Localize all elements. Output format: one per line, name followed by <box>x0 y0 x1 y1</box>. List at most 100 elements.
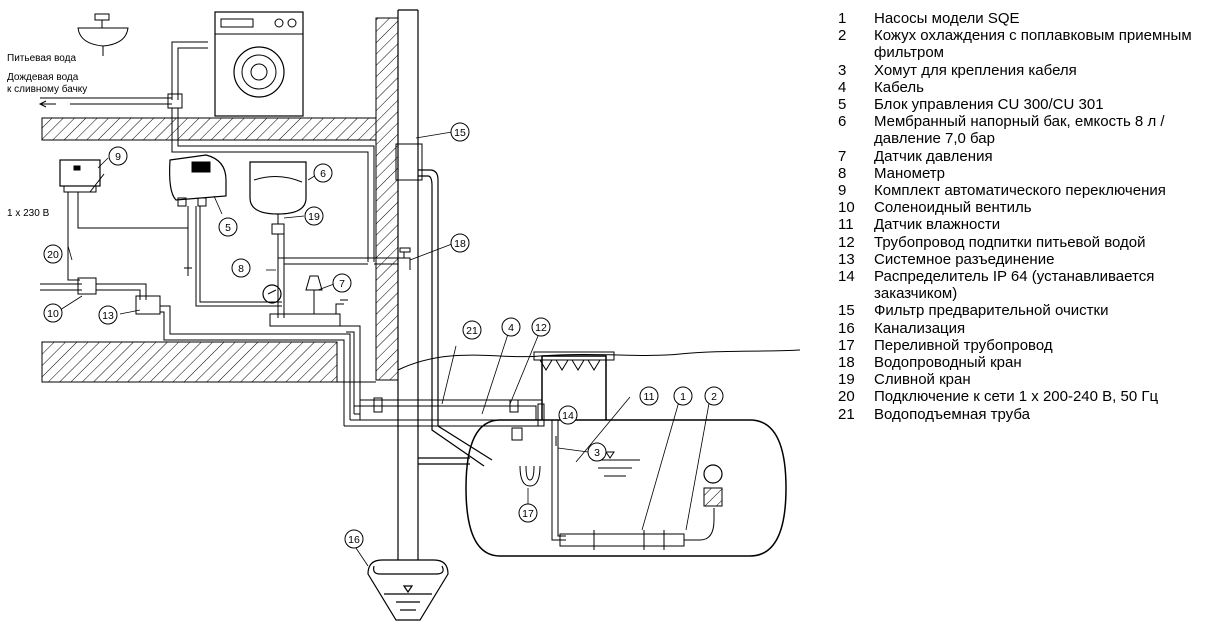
legend-text: Системное разъединение <box>874 250 1055 268</box>
svg-text:1: 1 <box>680 391 686 403</box>
legend-number: 9 <box>838 182 847 200</box>
legend-item: 9 Комплект автоматического переключения <box>838 182 1207 199</box>
svg-text:7: 7 <box>339 278 345 290</box>
callout-17: 17 <box>518 503 538 523</box>
legend-item: 12 Трубопровод подпитки питьевой водой <box>838 234 1207 251</box>
legend-number: 16 <box>838 319 855 337</box>
legend-number: 4 <box>838 78 847 96</box>
downpipe <box>395 9 493 560</box>
legend-number: 8 <box>838 164 847 182</box>
callout-14: 14 <box>558 405 578 425</box>
legend-number: 3 <box>838 61 847 79</box>
rainwater-tank <box>465 351 787 557</box>
legend-text: Переливной трубопровод <box>874 336 1053 354</box>
callout-19: 19 <box>304 206 324 226</box>
svg-text:13: 13 <box>102 310 114 322</box>
upper-floor-slab <box>41 117 377 141</box>
legend-number: 15 <box>838 302 855 320</box>
svg-text:19: 19 <box>308 211 320 223</box>
legend-text: Датчик давления <box>874 147 993 165</box>
svg-text:21: 21 <box>466 325 478 337</box>
legend-text: Комплект автоматического переключения <box>874 182 1166 200</box>
legend-item: 3 Хомут для крепления кабеля <box>838 62 1207 79</box>
leader-lines <box>59 131 711 567</box>
svg-text:20: 20 <box>47 249 59 261</box>
svg-text:16: 16 <box>348 534 360 546</box>
callout-13: 13 <box>98 305 118 325</box>
rain-water-label-line1: Дождевая вода <box>7 72 79 83</box>
legend-item: 7 Датчик давления <box>838 148 1207 165</box>
rain-water-label-line2: к сливному бачку <box>7 83 87 95</box>
legend-text: Водопроводный кран <box>874 354 1022 372</box>
legend-number: 20 <box>838 388 855 406</box>
control-unit <box>169 154 227 207</box>
callout-15: 15 <box>450 122 470 142</box>
legend-text: Сливной кран <box>874 371 971 389</box>
power-label: 1 x 230 B <box>7 208 50 219</box>
water-tap <box>398 247 411 270</box>
legend-text: Кожух охлаждения с поплавковым приемным … <box>874 27 1192 62</box>
legend-number: 10 <box>838 199 855 217</box>
legend-text: Подключение к сети 1 x 200-240 В, 50 Гц <box>874 388 1159 406</box>
callout-12: 12 <box>531 317 551 337</box>
drinking-water-label: Питьевая вода <box>7 53 76 64</box>
legend-number: 21 <box>838 405 855 423</box>
legend-number: 12 <box>838 233 855 251</box>
callout-2: 2 <box>704 386 724 406</box>
svg-text:11: 11 <box>644 391 655 403</box>
svg-text:17: 17 <box>522 508 534 520</box>
legend-item: 14 Распределитель IP 64 (устанавливается … <box>838 268 1207 302</box>
callout-11: 11 <box>639 386 659 406</box>
svg-text:14: 14 <box>562 410 574 422</box>
callout-20: 20 <box>43 244 63 264</box>
legend-item: 20 Подключение к сети 1 x 200-240 В, 50 Г… <box>838 388 1207 405</box>
legend-text: Хомут для крепления кабеля <box>874 61 1077 79</box>
installation-diagram: 15 6 19 18 8 7 5 9 20 10 13 21 4 12 14 1… <box>7 9 800 621</box>
rain-water-pipe <box>38 41 375 262</box>
washing-machine-icon <box>214 11 304 117</box>
electric-cables <box>67 173 282 307</box>
legend-text: Блок управления CU 300/CU 301 <box>874 96 1104 114</box>
changeover-kit <box>59 159 101 193</box>
callout-3: 3 <box>587 442 607 462</box>
callout-10: 10 <box>43 303 63 323</box>
legend-text: Фильтр предварительной очистки <box>874 302 1109 320</box>
callout-1: 1 <box>673 386 693 406</box>
svg-text:5: 5 <box>225 222 231 234</box>
legend-text: Распределитель IP 64 (устанавливается за… <box>874 268 1155 303</box>
legend-number: 7 <box>838 147 847 165</box>
callout-21: 21 <box>462 320 482 340</box>
callout-18: 18 <box>450 233 470 253</box>
legend-item: 2 Кожух охлаждения с поплавковым приемным… <box>838 27 1207 61</box>
svg-text:10: 10 <box>47 308 59 320</box>
legend-text: Мембранный напорный бак, емкость 8 л / д… <box>874 113 1165 148</box>
legend-text: Трубопровод подпитки питьевой водой <box>874 233 1146 251</box>
supply-pipes <box>344 397 545 441</box>
legend-item: 13 Системное разъединение <box>838 251 1207 268</box>
callouts: 15 6 19 18 8 7 5 9 20 10 13 21 4 12 14 1… <box>43 122 724 549</box>
svg-text:6: 6 <box>320 168 326 180</box>
legend-number: 14 <box>838 268 855 286</box>
svg-text:3: 3 <box>594 447 600 459</box>
legend-item: 15 Фильтр предварительной очистки <box>838 302 1207 319</box>
legend-number: 13 <box>838 250 855 268</box>
membrane-tank <box>249 161 307 235</box>
washbasin-icon <box>77 13 129 56</box>
legend-text: Датчик влажности <box>874 216 1001 234</box>
callout-16: 16 <box>344 529 364 549</box>
overflow-pipe <box>519 465 541 487</box>
legend-text: Насосы модели SQE <box>874 10 1020 27</box>
callout-7: 7 <box>332 273 352 293</box>
pressure-pipes <box>40 234 398 426</box>
legend-number: 2 <box>838 27 847 45</box>
